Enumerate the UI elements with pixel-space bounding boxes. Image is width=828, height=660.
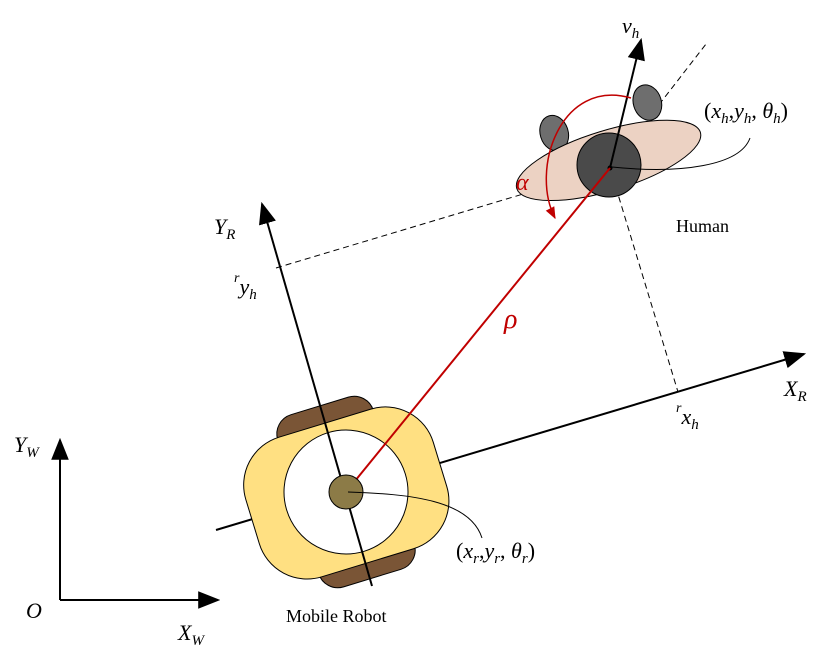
- human: [515, 84, 702, 202]
- alpha-label: α: [516, 170, 529, 196]
- robot-y-label: YR: [214, 214, 235, 243]
- rho-label: ρ: [503, 304, 517, 335]
- robot-y-axis: [259, 201, 373, 587]
- human-head: [576, 132, 642, 198]
- robot-pose-label: (xr,yr, θr): [456, 538, 535, 567]
- human-caption: Human: [676, 216, 729, 236]
- human-proj-y-label: ryh: [234, 271, 257, 303]
- human-x-projection: [609, 167, 679, 393]
- world-frame: [51, 437, 221, 609]
- human-heading-label: vh: [622, 13, 639, 42]
- human-pose-label: (xh,yh, θh): [704, 98, 788, 127]
- robot-pose-leader: [347, 491, 483, 539]
- alpha-arc: [545, 94, 632, 220]
- robot-center: [328, 474, 364, 510]
- human-proj-x-label: rxh: [676, 401, 699, 433]
- world-origin-label: O: [26, 598, 42, 623]
- rho-line: [345, 167, 611, 493]
- human-foot-right: [632, 84, 663, 121]
- human-heading-dashed: [609, 43, 707, 169]
- world-y-label: YW: [14, 432, 40, 461]
- human-pose-leader: [611, 137, 751, 170]
- robot-caption: Mobile Robot: [286, 606, 387, 626]
- robot-x-label: XR: [783, 376, 807, 405]
- world-x-label: XW: [177, 620, 205, 649]
- human-heading-arrow: [609, 37, 645, 169]
